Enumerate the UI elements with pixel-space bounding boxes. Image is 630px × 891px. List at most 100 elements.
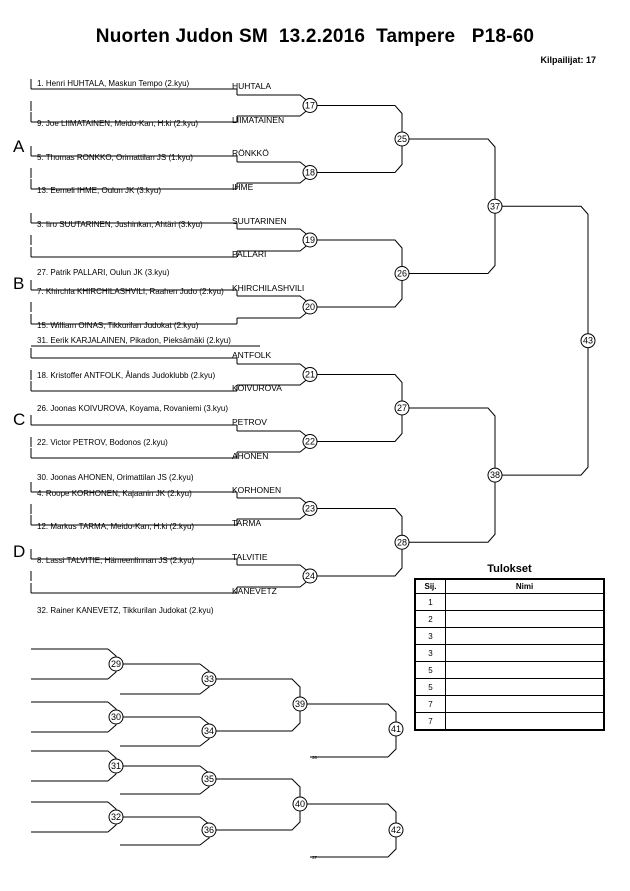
match-number-round1: 20 bbox=[305, 302, 315, 312]
winner-name: AHONEN bbox=[232, 451, 268, 461]
entry-name: 13. Eemeli IHME, Oulun JK (3.kyu) bbox=[37, 186, 161, 195]
round2-connector bbox=[317, 508, 403, 536]
place-cell: 1 bbox=[414, 593, 446, 611]
entry-name: 3. Iiro SUUTARINEN, Jushinkan, Ahtäri (3… bbox=[37, 220, 203, 229]
results-row: 7 bbox=[414, 695, 605, 713]
place-cell: 2 bbox=[414, 610, 446, 628]
match-number-repechage: 33 bbox=[204, 674, 214, 684]
round2-connector bbox=[317, 105, 403, 132]
semi-connector bbox=[409, 213, 496, 274]
final-connector bbox=[502, 347, 589, 476]
winner-name: IHME bbox=[232, 182, 254, 192]
name-cell bbox=[445, 610, 605, 628]
round2-connector bbox=[317, 374, 403, 401]
entry-name: 27. Patrik PALLARI, Oulun JK (3.kyu) bbox=[37, 268, 170, 277]
results-row: 3 bbox=[414, 627, 605, 645]
match-number-round2: 25 bbox=[397, 134, 407, 144]
match-number-repechage: 29 bbox=[111, 659, 121, 669]
semi-connector bbox=[409, 482, 496, 543]
repechage-connector bbox=[107, 648, 117, 657]
name-cell bbox=[445, 593, 605, 611]
winner-name: ANTFOLK bbox=[232, 350, 272, 360]
bronze-connector bbox=[387, 837, 397, 858]
repechage-connector bbox=[199, 686, 210, 695]
round1-connector bbox=[237, 94, 311, 105]
repechage-connector bbox=[107, 724, 117, 733]
match-circle bbox=[580, 333, 596, 349]
place-column-header: Sij. bbox=[414, 578, 446, 594]
round1-connector bbox=[237, 295, 311, 306]
repechage-connector bbox=[199, 738, 210, 747]
match-number-round1: 18 bbox=[305, 168, 315, 178]
place-cell: 3 bbox=[414, 644, 446, 662]
bronze-connector bbox=[307, 703, 397, 722]
match-number-round2: 28 bbox=[397, 537, 407, 547]
winner-name: TARMA bbox=[232, 518, 261, 528]
winner-name: KOIVUROVA bbox=[232, 383, 282, 393]
round1-connector bbox=[237, 363, 311, 374]
match-number-final: 43 bbox=[583, 336, 593, 346]
round1-connector bbox=[237, 497, 311, 508]
winner-name: SUUTARINEN bbox=[232, 216, 287, 226]
results-row: 7 bbox=[414, 712, 605, 731]
results-title: Tulokset bbox=[487, 563, 532, 575]
page-title: Nuorten Judon SM 13.2.2016 Tampere P18-6… bbox=[95, 26, 535, 47]
repechage-connector bbox=[216, 811, 301, 831]
match-number-round2: 27 bbox=[397, 403, 407, 413]
repechage-connector bbox=[199, 786, 210, 795]
match-number-semi: 37 bbox=[490, 201, 500, 211]
entry-name: 22. Victor PETROV, Bodonos (2.kyu) bbox=[37, 438, 168, 447]
winner-name: PETROV bbox=[232, 417, 267, 427]
place-cell: 3 bbox=[414, 627, 446, 645]
place-cell: 5 bbox=[414, 678, 446, 696]
entry-name: 32. Rainer KANEVETZ, Tikkurilan Judokat … bbox=[37, 606, 214, 615]
match-number-repechage: 32 bbox=[111, 812, 121, 822]
name-cell bbox=[445, 712, 605, 731]
round2-connector bbox=[317, 549, 403, 577]
results-header-row: Sij. Nimi bbox=[414, 578, 605, 594]
winner-name: PALLARI bbox=[232, 249, 266, 259]
entry-name: 7. Khirchla KHIRCHILASHVILI, Raahen Judo… bbox=[37, 287, 224, 296]
pool-label: C bbox=[13, 410, 25, 429]
round1-connector bbox=[237, 430, 311, 441]
small-note: 38 bbox=[312, 755, 318, 760]
bronze-connector bbox=[387, 736, 397, 758]
match-number-repechage: 40 bbox=[295, 799, 305, 809]
place-cell: 7 bbox=[414, 695, 446, 713]
match-number-round1: 22 bbox=[305, 437, 315, 447]
entry-name: 5. Thomas RONKKO, Orimattilan JS (1.kyu) bbox=[37, 153, 193, 162]
entry-name: 12. Markus TARMA, Meido-Kan, H:ki (2.kyu… bbox=[37, 522, 194, 531]
winner-name: LIIMATAINEN bbox=[232, 115, 284, 125]
repechage-connector bbox=[199, 663, 210, 672]
entry-name: 15. William OINAS, Tikkurilan Judokat (2… bbox=[37, 321, 199, 330]
name-cell bbox=[445, 627, 605, 645]
competitor-count: Kilpailijat: 17 bbox=[540, 55, 596, 65]
match-number-bronze: 42 bbox=[391, 825, 401, 835]
winner-name: KANEVETZ bbox=[232, 586, 277, 596]
place-cell: 7 bbox=[414, 712, 446, 731]
semi-connector bbox=[409, 138, 496, 200]
entry-name: 4. Roope KORHONEN, Kajaanin JK (2.kyu) bbox=[37, 489, 192, 498]
round2-connector bbox=[317, 146, 403, 173]
repechage-connector bbox=[199, 716, 210, 725]
repechage-connector bbox=[107, 671, 117, 680]
pool-label: D bbox=[13, 542, 25, 561]
name-column-header: Nimi bbox=[445, 578, 605, 594]
repechage-connector bbox=[216, 778, 301, 797]
round2-connector bbox=[317, 239, 403, 267]
match-number-repechage: 35 bbox=[204, 774, 214, 784]
match-number-round2: 26 bbox=[397, 269, 407, 279]
match-number-repechage: 36 bbox=[204, 825, 214, 835]
match-number-bronze: 41 bbox=[391, 724, 401, 734]
winner-name: TALVITIE bbox=[232, 552, 268, 562]
entry-name: 26. Joonas KOIVUROVA, Koyama, Rovaniemi … bbox=[37, 404, 228, 413]
repechage-connector bbox=[107, 824, 117, 833]
match-circle bbox=[388, 721, 404, 737]
bronze-connector bbox=[307, 803, 397, 823]
name-cell bbox=[445, 678, 605, 696]
name-cell bbox=[445, 695, 605, 713]
entry-name: 18. Kristoffer ANTFOLK, Ålands Judoklubb… bbox=[37, 371, 215, 380]
winner-name: KHIRCHILASHVILI bbox=[232, 283, 304, 293]
